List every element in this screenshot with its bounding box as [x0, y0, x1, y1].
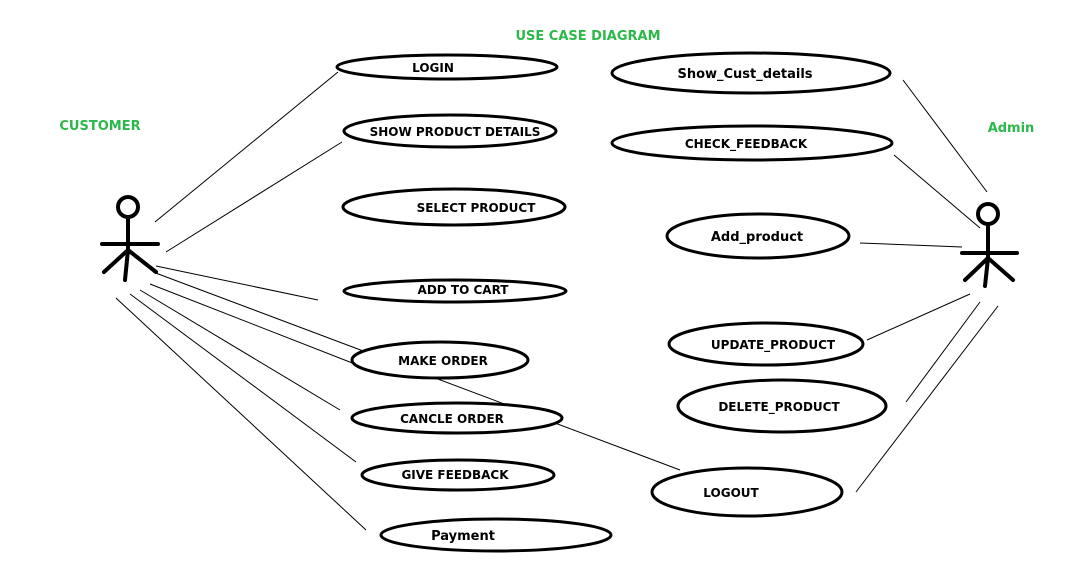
svg-text:SELECT PRODUCT: SELECT PRODUCT: [417, 201, 537, 215]
use-case-logout: LOGOUT: [650, 466, 844, 518]
customer-associations: [115, 71, 681, 531]
svg-text:UPDATE_PRODUCT: UPDATE_PRODUCT: [711, 338, 836, 353]
admin-actor-figure: [960, 202, 1019, 288]
svg-text:GIVE FEEDBACK: GIVE FEEDBACK: [401, 468, 509, 482]
svg-text:MAKE ORDER: MAKE ORDER: [398, 354, 488, 368]
assoc-make-order: [149, 283, 361, 367]
assoc-check-feedback: [893, 154, 981, 229]
admin-associations: [855, 79, 999, 493]
use-case-make-order: MAKE ORDER: [350, 340, 530, 380]
assoc-add-product: [859, 242, 963, 248]
diagram-title: USE CASE DIAGRAM: [515, 29, 660, 44]
use-case-show-product-details: SHOW PRODUCT DETAILS: [342, 113, 558, 149]
assoc-show-product-details: [165, 141, 343, 253]
customer-actor-label: CUSTOMER: [59, 119, 140, 134]
svg-text:SHOW PRODUCT DETAILS: SHOW PRODUCT DETAILS: [370, 125, 541, 139]
use-case-update-product: UPDATE_PRODUCT: [667, 321, 865, 367]
customer-actor-figure: [100, 195, 160, 282]
svg-text:LOGIN: LOGIN: [412, 61, 454, 75]
svg-text:Payment: Payment: [431, 529, 495, 544]
assoc-show-cust-details: [902, 79, 988, 193]
use-case-add-product: Add_product: [665, 212, 851, 260]
assoc-update-product: [866, 293, 971, 341]
use-case-delete-product: DELETE_PRODUCT: [676, 378, 888, 434]
svg-text:ADD TO CART: ADD TO CART: [418, 283, 510, 297]
use-case-payment: Payment: [379, 517, 613, 553]
svg-text:Add_product: Add_product: [711, 230, 803, 245]
use-case-select-product: SELECT PRODUCT: [341, 187, 567, 227]
assoc-login: [154, 71, 339, 223]
assoc-cancle-order: [139, 289, 341, 411]
admin-actor-label: Admin: [988, 121, 1035, 136]
assoc-payment: [115, 297, 367, 531]
assoc-give-feedback: [129, 293, 357, 463]
use-case-give-feedback: GIVE FEEDBACK: [360, 458, 556, 492]
use-case-login: LOGIN: [335, 53, 559, 81]
use-case-add-to-cart: ADD TO CART: [342, 278, 568, 304]
svg-text:LOGOUT: LOGOUT: [703, 486, 759, 500]
svg-text:DELETE_PRODUCT: DELETE_PRODUCT: [718, 400, 840, 415]
svg-text:CHECK_FEEDBACK: CHECK_FEEDBACK: [685, 137, 808, 152]
use-case-cancle-order: CANCLE ORDER: [350, 401, 564, 435]
use-case-show-cust-details: Show_Cust_details: [610, 51, 892, 95]
assoc-delete-product: [905, 301, 981, 403]
assoc-add-to-cart: [155, 265, 319, 301]
svg-text:Show_Cust_details: Show_Cust_details: [677, 67, 812, 82]
assoc-logout-admin: [855, 305, 999, 493]
use-case-check-feedback: CHECK_FEEDBACK: [610, 124, 894, 162]
svg-text:CANCLE ORDER: CANCLE ORDER: [400, 412, 504, 426]
